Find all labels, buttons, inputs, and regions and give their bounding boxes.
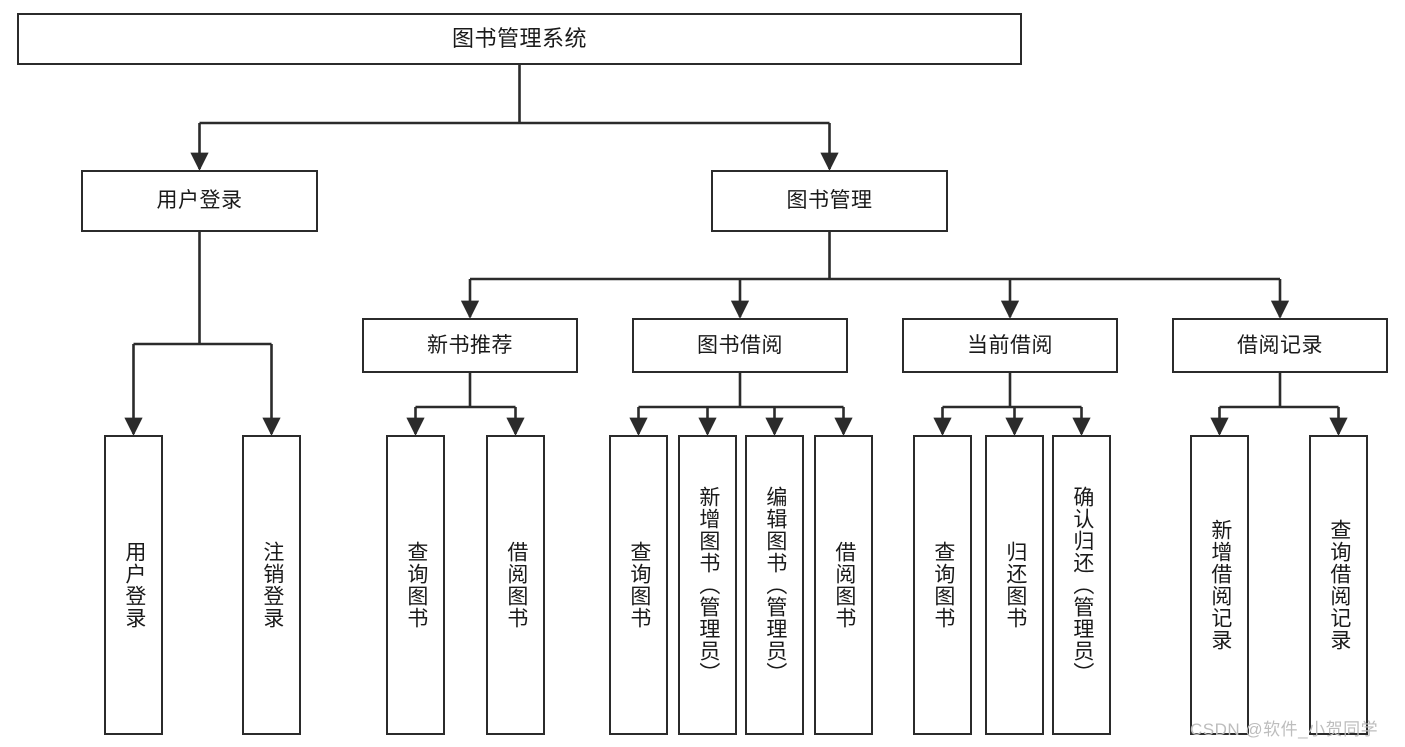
leaf-edit-book-admin[interactable]: 编辑图书（管理员） [745, 435, 804, 735]
leaf-add-book-admin-label: 新增图书（管理员） [696, 486, 720, 684]
leaf-query-borrow-record[interactable]: 查询借阅记录 [1309, 435, 1368, 735]
leaf-query-book-recommend-label: 查询图书 [404, 541, 428, 629]
leaf-edit-book-admin-label: 编辑图书（管理员） [763, 486, 787, 684]
leaf-return-book-label: 归还图书 [1003, 541, 1027, 629]
node-root[interactable]: 图书管理系统 [17, 13, 1022, 65]
leaf-add-borrow-record-label: 新增借阅记录 [1208, 519, 1232, 651]
node-new-book-recommend-label: 新书推荐 [427, 333, 513, 357]
leaf-query-book-current-label: 查询图书 [931, 541, 955, 629]
node-current-borrow-label: 当前借阅 [967, 333, 1053, 357]
leaf-logout-label: 注销登录 [260, 541, 284, 629]
leaf-query-book-borrow[interactable]: 查询图书 [609, 435, 668, 735]
leaf-confirm-return-admin[interactable]: 确认归还（管理员） [1052, 435, 1111, 735]
leaf-borrow-book-recommend[interactable]: 借阅图书 [486, 435, 545, 735]
node-book-borrow[interactable]: 图书借阅 [632, 318, 848, 373]
leaf-query-book-current[interactable]: 查询图书 [913, 435, 972, 735]
node-new-book-recommend[interactable]: 新书推荐 [362, 318, 578, 373]
node-book-management[interactable]: 图书管理 [711, 170, 948, 232]
leaf-borrow-book-label: 借阅图书 [832, 541, 856, 629]
leaf-return-book[interactable]: 归还图书 [985, 435, 1044, 735]
node-borrow-record-label: 借阅记录 [1237, 333, 1323, 357]
leaf-query-book-borrow-label: 查询图书 [627, 541, 651, 629]
node-root-label: 图书管理系统 [451, 25, 587, 51]
leaf-borrow-book[interactable]: 借阅图书 [814, 435, 873, 735]
node-book-management-label: 图书管理 [786, 189, 873, 213]
leaf-add-borrow-record[interactable]: 新增借阅记录 [1190, 435, 1249, 735]
node-current-borrow[interactable]: 当前借阅 [902, 318, 1118, 373]
leaf-query-book-recommend[interactable]: 查询图书 [386, 435, 445, 735]
csdn-watermark: CSDN @软件_小贺同学 [1190, 720, 1379, 739]
leaf-borrow-book-recommend-label: 借阅图书 [504, 541, 528, 629]
node-user-login-label: 用户登录 [156, 189, 243, 213]
node-user-login[interactable]: 用户登录 [81, 170, 318, 232]
leaf-user-login[interactable]: 用户登录 [104, 435, 163, 735]
node-book-borrow-label: 图书借阅 [697, 333, 783, 357]
leaf-add-book-admin[interactable]: 新增图书（管理员） [678, 435, 737, 735]
leaf-user-login-label: 用户登录 [122, 541, 146, 629]
node-borrow-record[interactable]: 借阅记录 [1172, 318, 1388, 373]
leaf-logout[interactable]: 注销登录 [242, 435, 301, 735]
leaf-confirm-return-admin-label: 确认归还（管理员） [1070, 486, 1094, 684]
leaf-query-borrow-record-label: 查询借阅记录 [1327, 519, 1351, 651]
